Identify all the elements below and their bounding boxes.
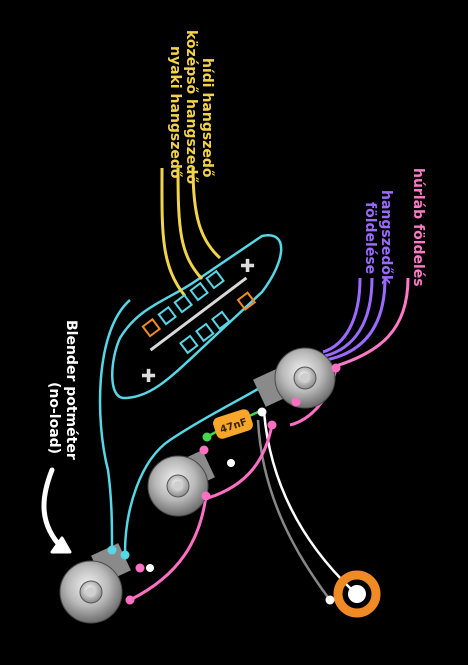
solder-points — [107, 363, 341, 605]
bridge-pickup-wire — [191, 167, 222, 260]
bridge-ground-wire — [335, 277, 410, 368]
jack-ground-wire — [256, 419, 332, 601]
capacitor: 47nF — [213, 409, 253, 439]
blender-arrow — [41, 467, 65, 551]
switch-outline — [111, 234, 283, 400]
signal-wire-b — [207, 424, 274, 500]
bridge-pickup-label: hídi hangszedő — [199, 58, 215, 178]
switch-screw-top: ✚ — [240, 256, 255, 277]
pickup-ground-label-1: hangszedők — [378, 190, 394, 285]
white-wire — [262, 411, 353, 591]
output-jack — [333, 570, 381, 618]
blender-label-1: Blender potméter — [63, 320, 79, 460]
pickup-ground-wire-3 — [325, 277, 387, 362]
tone-pot — [147, 450, 215, 517]
blender-label-2: (no-load) — [46, 382, 62, 454]
selector-switch — [141, 269, 257, 355]
pickup-ground-wire-1 — [322, 277, 362, 354]
neck-pickup-wire — [160, 167, 187, 297]
neck-pickup-label: nyaki hangszedő — [167, 46, 183, 179]
pickup-ground-label-2: földelése — [362, 202, 378, 274]
middle-pickup-wire — [176, 167, 204, 281]
selector-wire-1 — [98, 299, 131, 549]
volume-pot — [253, 347, 336, 409]
selector-wire-2 — [123, 383, 266, 554]
signal-wire-a — [129, 495, 208, 602]
bridge-ground-label: húrláb földelés — [410, 168, 426, 287]
arrow-head-icon — [50, 536, 72, 554]
switch-screw-bottom: ✚ — [141, 366, 156, 387]
middle-pickup-label: középső hangszedő — [183, 30, 199, 184]
pickup-ground-wire-2 — [324, 277, 374, 358]
blender-pot — [59, 543, 131, 624]
